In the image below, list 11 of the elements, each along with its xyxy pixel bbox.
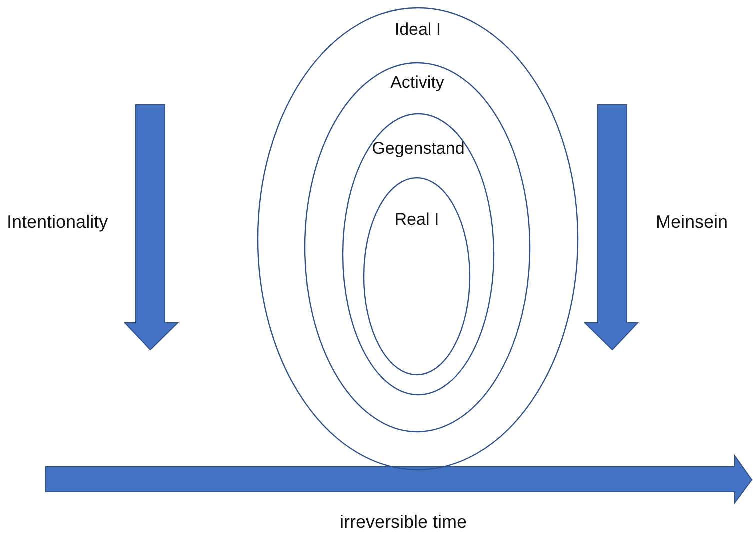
nested-ellipse	[305, 63, 530, 432]
nested-ellipse	[343, 114, 494, 395]
ellipse-label: Ideal I	[394, 20, 442, 40]
axis-label: irreversible time	[340, 512, 468, 533]
nested-ellipse	[258, 8, 578, 470]
nested-ellipse	[364, 178, 470, 375]
ellipse-label: Activity	[390, 73, 446, 93]
axis-label: Meinsein	[656, 212, 728, 233]
ellipse-label: Real I	[394, 210, 440, 230]
ellipse-label: Gegenstand	[371, 139, 466, 159]
axis-label: Intentionality	[7, 212, 108, 233]
